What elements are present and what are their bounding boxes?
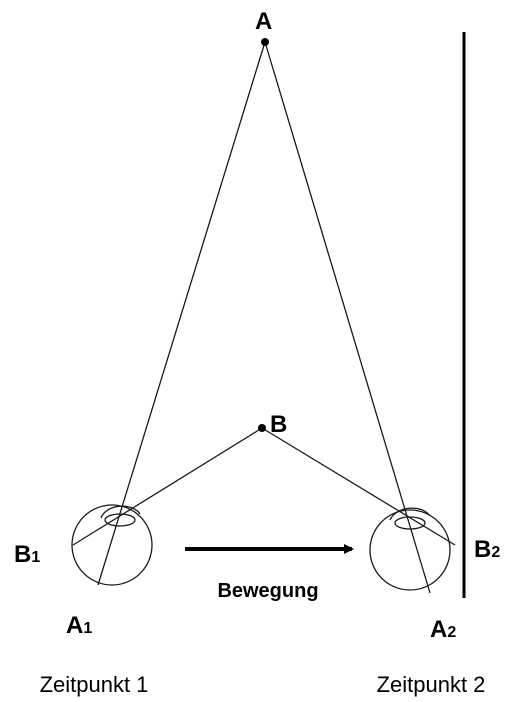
projection-a2-sub: 2 xyxy=(447,624,456,641)
point-b-label: B xyxy=(270,411,287,438)
projection-b2-sub: 2 xyxy=(491,544,500,561)
sightline-a-time1 xyxy=(97,41,266,586)
point-a-dot xyxy=(261,38,269,46)
projection-a1-base: A xyxy=(66,612,83,639)
sightline-a-time2 xyxy=(264,41,431,594)
caption-time1: Zeitpunkt 1 xyxy=(40,672,149,697)
lens-time2 xyxy=(394,516,426,530)
motion-label: Bewegung xyxy=(217,580,318,602)
eyeball-time2 xyxy=(369,509,451,591)
projection-a1-label: A1 xyxy=(66,612,92,639)
eyeball-time1 xyxy=(71,504,153,586)
lens-time1 xyxy=(104,513,136,527)
projection-b1-label: B1 xyxy=(14,541,40,568)
eye-time1 xyxy=(71,504,153,586)
sightline-b-time2 xyxy=(261,427,456,546)
projection-a2-label: A2 xyxy=(430,616,456,643)
point-b-dot xyxy=(258,424,266,432)
eye-time2 xyxy=(369,507,451,591)
cornea-time2 xyxy=(389,507,431,521)
projection-a2-base: A xyxy=(430,616,447,643)
projection-b1-sub: 1 xyxy=(31,549,40,566)
point-a-label: A xyxy=(255,8,272,35)
projection-b2-base: B xyxy=(474,536,491,563)
cornea-time1 xyxy=(100,505,141,519)
projection-b1-base: B xyxy=(14,541,31,568)
caption-time2: Zeitpunkt 2 xyxy=(377,672,486,697)
sightline-b-time1 xyxy=(72,427,263,546)
projection-a1-sub: 1 xyxy=(83,620,92,637)
projection-b2-label: B2 xyxy=(474,536,500,563)
